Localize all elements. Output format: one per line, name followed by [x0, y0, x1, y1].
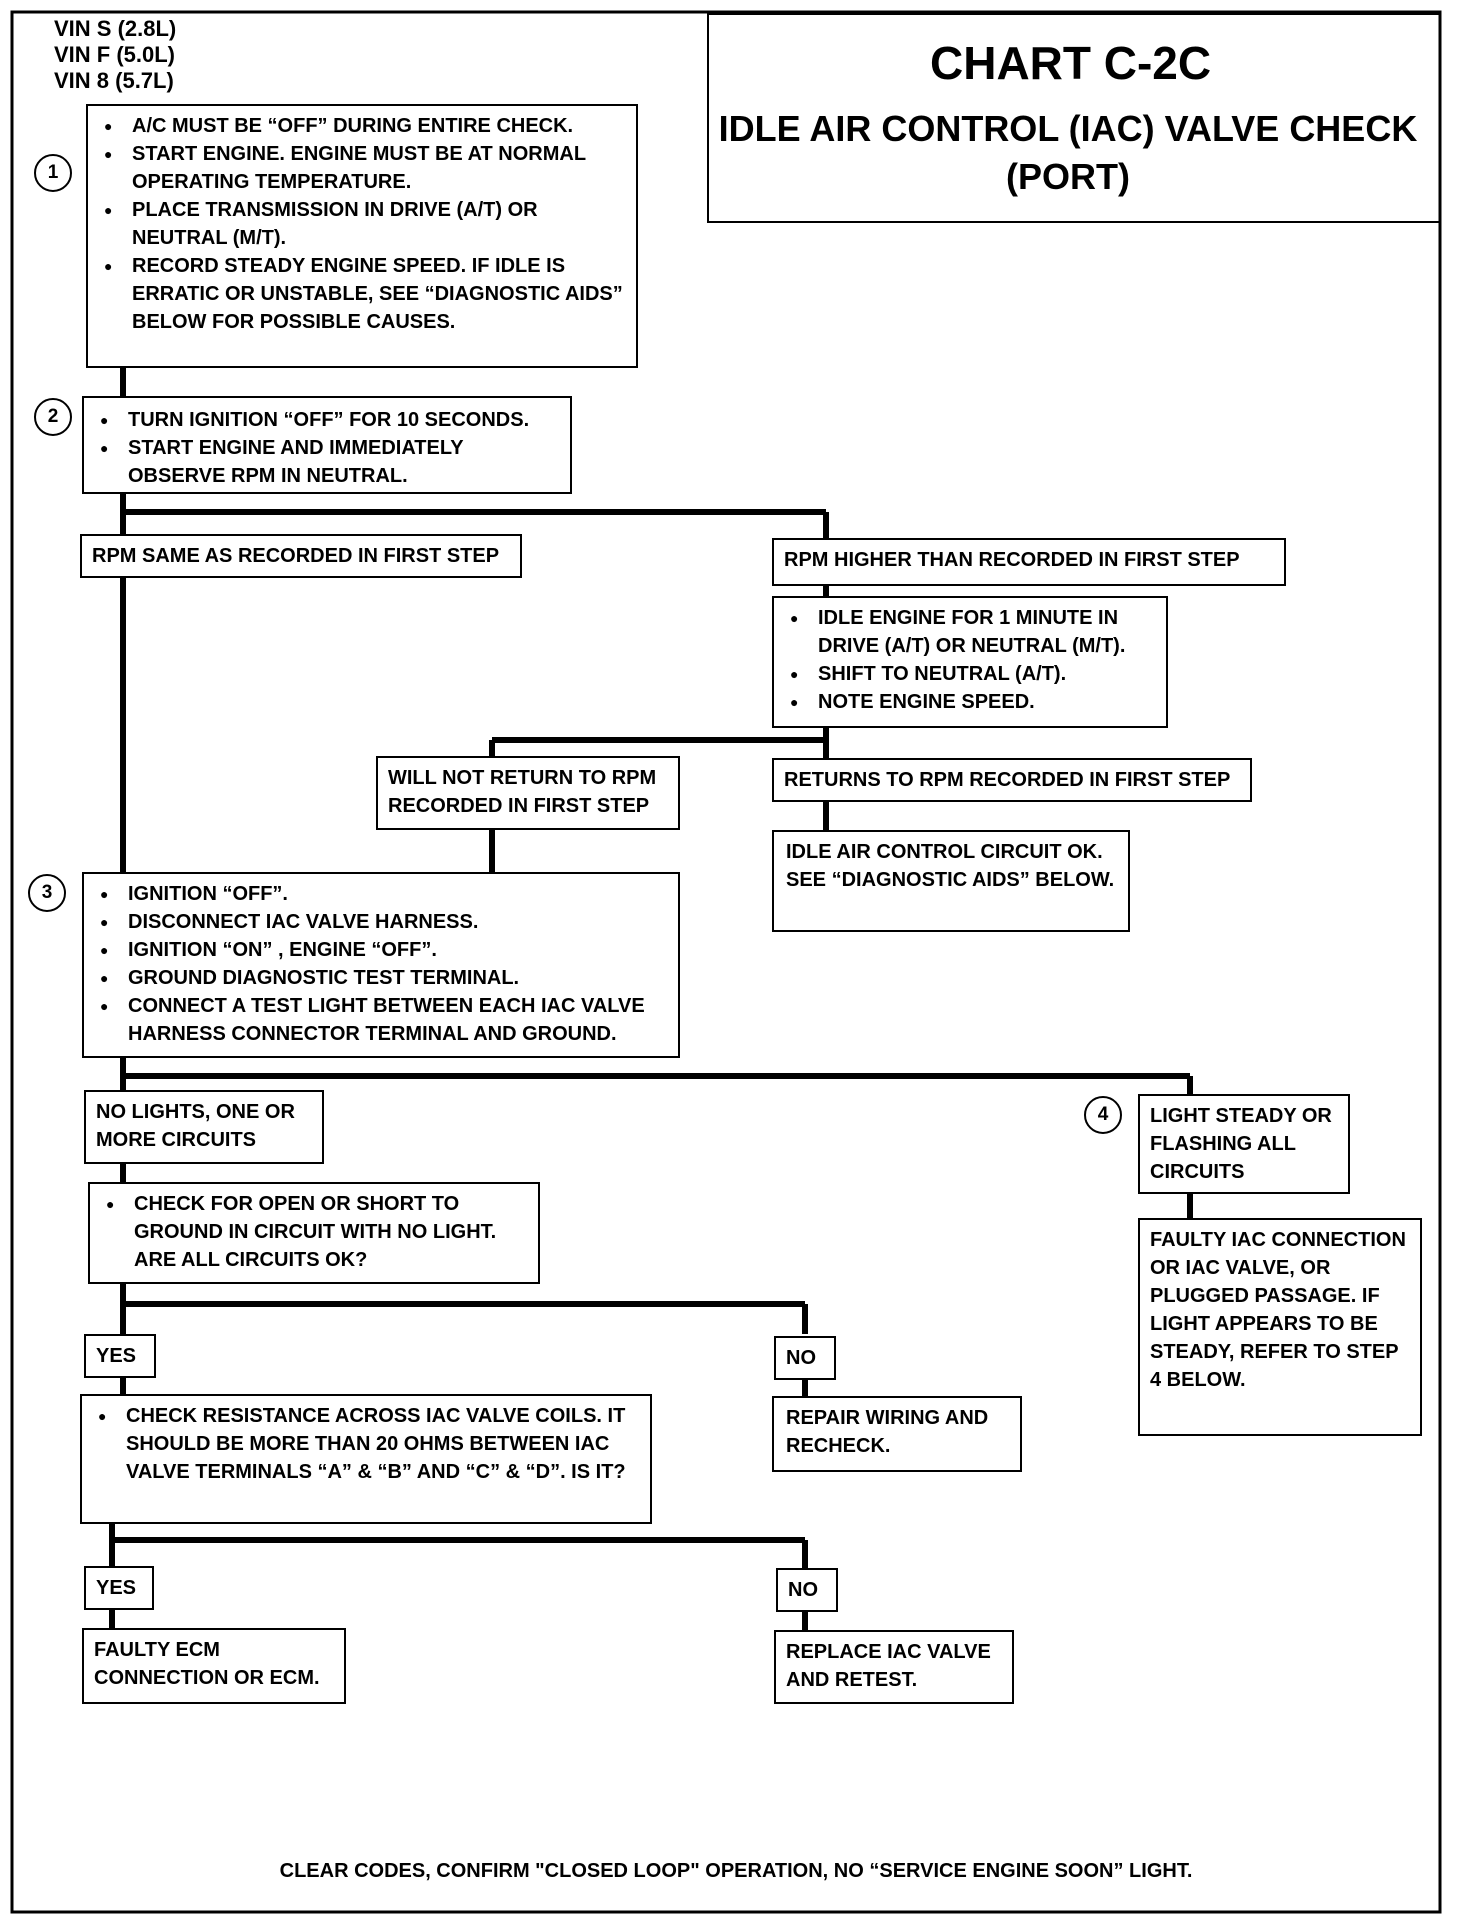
idle-engine-box: IDLE ENGINE FOR 1 MINUTE IN DRIVE (A/T) … — [772, 596, 1168, 728]
rpm-same-outcome: RPM SAME AS RECORDED IN FIRST STEP — [80, 534, 522, 578]
step-1-marker: 1 — [34, 154, 72, 192]
idle-engine-item: IDLE ENGINE FOR 1 MINUTE IN DRIVE (A/T) … — [788, 604, 1156, 660]
check-open-item: CHECK FOR OPEN OR SHORT TO GROUND IN CIR… — [104, 1190, 528, 1274]
replace-iac-box: REPLACE IAC VALVE AND RETEST. — [774, 1630, 1014, 1704]
step-3-marker: 3 — [28, 874, 66, 912]
vin-line-3: VIN 8 (5.7L) — [54, 68, 174, 93]
will-not-return-outcome: WILL NOT RETURN TO RPM RECORDED IN FIRST… — [376, 756, 680, 830]
step-2-item: START ENGINE AND IMMEDIATELY OBSERVE RPM… — [98, 434, 560, 490]
step-1-item: START ENGINE. ENGINE MUST BE AT NORMAL O… — [102, 140, 626, 196]
step-2-box: TURN IGNITION “OFF” FOR 10 SECONDS. STAR… — [82, 396, 572, 494]
step-3-item: GROUND DIAGNOSTIC TEST TERMINAL. — [98, 964, 668, 992]
yes-label: YES — [84, 1334, 156, 1378]
chart-title-line-2: (PORT) — [1006, 156, 1130, 197]
step-3-box: IGNITION “OFF”. DISCONNECT IAC VALVE HAR… — [82, 872, 680, 1058]
step-3-item: DISCONNECT IAC VALVE HARNESS. — [98, 908, 668, 936]
faulty-iac-box: FAULTY IAC CONNECTION OR IAC VALVE, OR P… — [1138, 1218, 1422, 1436]
step-3-item: IGNITION “OFF”. — [98, 880, 668, 908]
check-open-box: CHECK FOR OPEN OR SHORT TO GROUND IN CIR… — [88, 1182, 540, 1284]
step-1-item: RECORD STEADY ENGINE SPEED. IF IDLE IS E… — [102, 252, 626, 336]
step-4-marker: 4 — [1084, 1096, 1122, 1134]
idle-engine-item: SHIFT TO NEUTRAL (A/T). — [788, 660, 1156, 688]
check-resistance-box: CHECK RESISTANCE ACROSS IAC VALVE COILS.… — [80, 1394, 652, 1524]
vin-line-2: VIN F (5.0L) — [54, 42, 176, 67]
chart-title-line-1: IDLE AIR CONTROL (IAC) VALVE CHECK — [718, 108, 1418, 149]
step-1-item: A/C MUST BE “OFF” DURING ENTIRE CHECK. — [102, 112, 626, 140]
idle-engine-item: NOTE ENGINE SPEED. — [788, 688, 1156, 716]
repair-wiring-box: REPAIR WIRING AND RECHECK. — [772, 1396, 1022, 1472]
no-label: NO — [774, 1336, 836, 1380]
check-resistance-item: CHECK RESISTANCE ACROSS IAC VALVE COILS.… — [96, 1402, 640, 1486]
step-2-item: TURN IGNITION “OFF” FOR 10 SECONDS. — [98, 406, 560, 434]
step-1-item: PLACE TRANSMISSION IN DRIVE (A/T) OR NEU… — [102, 196, 626, 252]
returns-outcome: RETURNS TO RPM RECORDED IN FIRST STEP — [772, 758, 1252, 802]
step-3-item: IGNITION “ON” , ENGINE “OFF”. — [98, 936, 668, 964]
no-lights-outcome: NO LIGHTS, ONE OR MORE CIRCUITS — [84, 1090, 324, 1164]
light-steady-outcome: LIGHT STEADY OR FLASHING ALL CIRCUITS — [1138, 1094, 1350, 1194]
step-1-box: A/C MUST BE “OFF” DURING ENTIRE CHECK. S… — [86, 104, 638, 368]
faulty-ecm-box: FAULTY ECM CONNECTION OR ECM. — [82, 1628, 346, 1704]
step-3-item: CONNECT A TEST LIGHT BETWEEN EACH IAC VA… — [98, 992, 668, 1048]
yes-label: YES — [84, 1566, 154, 1610]
rpm-higher-outcome: RPM HIGHER THAN RECORDED IN FIRST STEP — [772, 538, 1286, 586]
step-2-marker: 2 — [34, 398, 72, 436]
vin-line-1: VIN S (2.8L) — [54, 16, 177, 41]
footer-note: CLEAR CODES, CONFIRM "CLOSED LOOP" OPERA… — [279, 1860, 1193, 1882]
chart-id: CHART C-2C — [930, 37, 1212, 89]
no-label: NO — [776, 1568, 838, 1612]
iac-circuit-ok-box: IDLE AIR CONTROL CIRCUIT OK. SEE “DIAGNO… — [772, 830, 1130, 932]
